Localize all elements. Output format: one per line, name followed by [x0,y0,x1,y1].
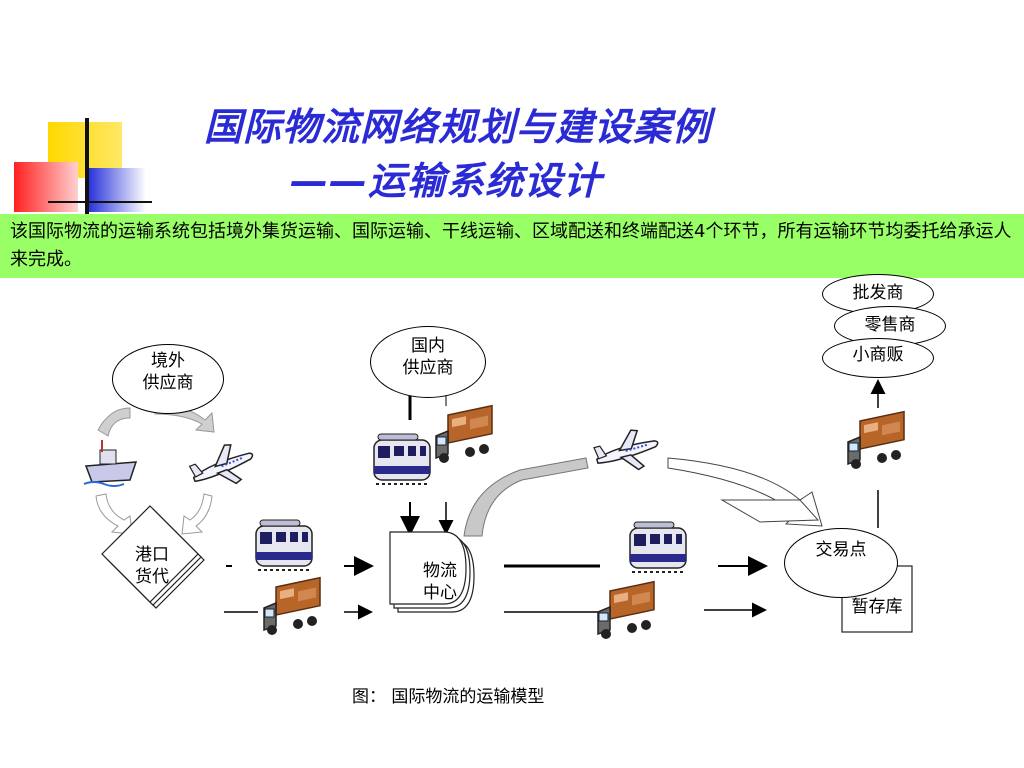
train-icon [629,521,687,573]
train-icon [255,519,313,571]
node-label: 供应商 [402,358,454,378]
figure-caption: 图： 国际物流的运输模型 [352,687,545,707]
node-label: 国内 [411,336,445,356]
node-label: 交易点 [815,540,867,560]
truck-icon [847,410,905,470]
port-cargo-shape [101,505,205,609]
node-label: 港口 [135,545,169,565]
node-label: 货代 [135,567,169,587]
airplane-icon [185,436,261,498]
decorative-logo [14,118,152,215]
node-label: 批发商 [852,283,904,303]
ship-icon [83,440,138,487]
description-band [0,214,1024,278]
domestic-supplier-node: 国内 供应商 [370,326,486,398]
truck-icon [597,580,655,640]
description-text: 该国际物流的运输系统包括境外集货运输、国际运输、干线运输、区域配送和终端配送4个… [10,221,1012,270]
truck-icon [435,404,493,464]
slide-title-line2: ——运输系统设计 [290,159,603,203]
logistics-center-shape [389,531,475,613]
truck-icon [263,576,321,636]
node-label: 供应商 [142,373,194,393]
logistics-center-label: 物流 中心 [412,560,468,604]
airplane-icon [591,423,664,480]
overseas-supplier-node: 境外 供应商 [112,344,224,414]
small-vendor-node: 小商贩 [822,338,934,378]
node-label: 境外 [151,351,185,371]
trade-point-node: 交易点 [784,528,898,598]
train-icon [373,433,431,485]
slide-title-line1: 国际物流网络规划与建设案例 [204,105,712,149]
node-label: 中心 [423,583,457,603]
node-label: 小商贩 [852,345,904,365]
port-cargo-label: 港口 货代 [120,544,184,588]
node-label: 零售商 [864,315,916,335]
temp-storage-label: 暂存库 [851,597,903,617]
node-label: 物流 [423,561,457,581]
wholesaler-node: 批发商 [822,274,934,314]
